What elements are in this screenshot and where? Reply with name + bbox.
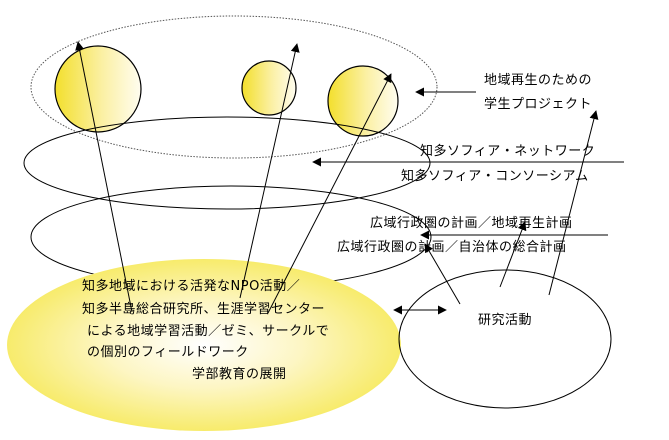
student-project-ellipse [30, 15, 438, 159]
student-project-label-line2: 学生プロジェクト [484, 97, 593, 112]
sophia-network-ellipse [23, 116, 431, 210]
education-base-ellipse [7, 259, 401, 431]
project-sphere-large [54, 45, 142, 133]
arrow-base-to-small-sphere [239, 43, 300, 299]
activity-label-line2: 知多半島総合研究所、生涯学習センター [82, 302, 326, 317]
arrow-base-to-medium-sphere [267, 73, 392, 314]
regional-plan-label: 広域行政圏の計画／地域再生計画 [370, 216, 573, 231]
activity-label-line5: 学部教育の展開 [192, 367, 287, 382]
municipal-plan-label: 広域行政圏の計画／自治体の総合計画 [337, 240, 567, 255]
sophia-consortium-label: 知多ソフィア・コンソーシアム [401, 169, 589, 184]
arrow-base-to-large-sphere [75, 41, 133, 313]
arrow-research-to-plan-right [499, 221, 527, 288]
research-ellipse [398, 269, 612, 409]
arrow-research-to-project [548, 110, 599, 296]
arrow-research-to-plan-left [424, 243, 461, 305]
activity-label-line3: による地域学習活動／ゼミ、サークルで [87, 324, 330, 339]
project-sphere-medium [327, 65, 399, 137]
research-label: 研究活動 [478, 313, 533, 328]
activity-label-line1: 知多地域における活発なNPO活動／ [82, 279, 301, 294]
sophia-network-label: 知多ソフィア・ネットワーク [420, 144, 596, 159]
project-sphere-small [241, 60, 297, 116]
student-project-label-line1: 地域再生のための [484, 73, 593, 88]
activity-label-line4: の個別のフィールドワーク [87, 345, 249, 360]
